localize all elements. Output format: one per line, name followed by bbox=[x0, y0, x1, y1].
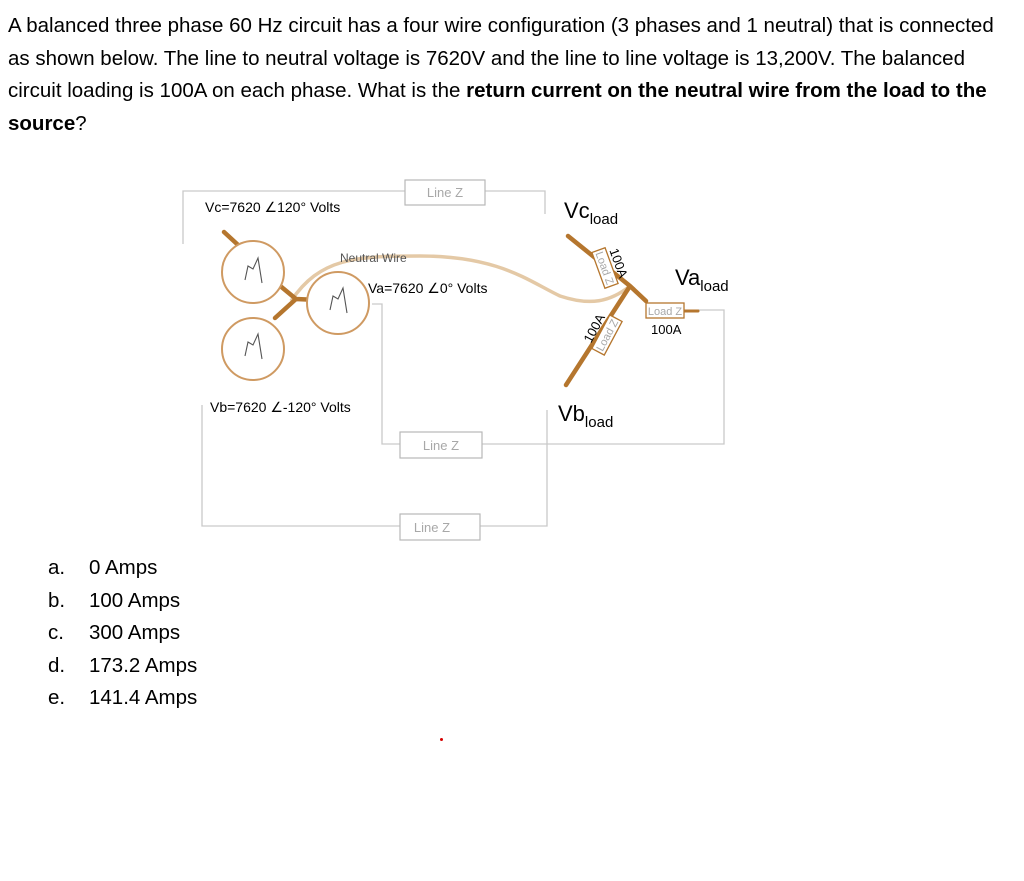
choice-text: 300 Amps bbox=[89, 621, 181, 645]
vb-load-sub: load bbox=[585, 414, 613, 431]
vb-load-label: Vbload bbox=[558, 401, 613, 431]
question-intro: A balanced three phase 60 Hz circuit has… bbox=[8, 14, 994, 102]
choice-letter: b. bbox=[48, 588, 66, 612]
va-load-main: Va bbox=[675, 265, 701, 290]
choice-e[interactable]: e. 141.4 Amps bbox=[48, 682, 197, 715]
line-z-bottom-box bbox=[399, 513, 481, 541]
va-source-label: Va=7620 ∠0° Volts bbox=[368, 280, 487, 296]
load-z-b-box bbox=[591, 314, 623, 356]
current-a-label: 100A bbox=[651, 322, 682, 337]
choice-text: 100 Amps bbox=[89, 588, 181, 612]
vb-source-label: Vb=7620 ∠-120° Volts bbox=[210, 399, 351, 415]
load-z-a-label: Load Z bbox=[648, 306, 683, 318]
line-z-bottom-label: Line Z bbox=[414, 520, 450, 535]
phase-c-line-wire bbox=[182, 190, 546, 244]
vc-source-label: Vc=7620 ∠120° Volts bbox=[205, 199, 340, 215]
choice-letter: e. bbox=[48, 686, 66, 710]
question-end: ? bbox=[75, 111, 87, 135]
choice-letter: a. bbox=[48, 556, 66, 579]
vc-load-label: Vcload bbox=[564, 198, 618, 228]
neutral-wire bbox=[289, 254, 632, 304]
vb-load-main: Vb bbox=[558, 401, 585, 426]
phase-a-line-wire bbox=[372, 303, 725, 445]
choice-c[interactable]: c. 300 Amps bbox=[48, 617, 197, 650]
choice-d[interactable]: d. 173.2 Amps bbox=[48, 650, 197, 683]
line-z-mid-label: Line Z bbox=[423, 438, 459, 453]
source-star bbox=[221, 229, 321, 321]
load-z-c-box bbox=[591, 246, 619, 290]
vc-load-main: Vc bbox=[564, 198, 590, 223]
choice-text: 173.2 Amps bbox=[89, 653, 198, 677]
choice-text: 0 Amps bbox=[89, 556, 158, 579]
va-source-circle bbox=[306, 271, 370, 335]
va-load-sub: load bbox=[700, 278, 728, 295]
choice-text: 141.4 Amps bbox=[89, 686, 198, 710]
line-z-mid-box bbox=[399, 431, 483, 459]
va-load-label: Vaload bbox=[675, 265, 729, 295]
choice-letter: c. bbox=[48, 621, 64, 645]
question-emphasis: return current on the neutral wire from … bbox=[8, 79, 987, 135]
line-z-top-box bbox=[404, 179, 486, 206]
red-dot-mark bbox=[440, 738, 443, 741]
answer-choices: a. 0 Amps b. 100 Amps c. 300 Amps d. 173.2 A… bbox=[48, 552, 197, 715]
load-z-a-box bbox=[645, 302, 685, 319]
choice-letter: d. bbox=[48, 653, 66, 677]
vc-source-circle bbox=[221, 240, 285, 304]
vb-source-circle bbox=[221, 317, 285, 381]
question-text: A balanced three phase 60 Hz circuit has… bbox=[8, 10, 998, 140]
vc-load-sub: load bbox=[590, 211, 618, 228]
phase-b-line-wire bbox=[201, 405, 548, 527]
load-z-b-group: Load Z 100A bbox=[580, 311, 623, 356]
choice-b[interactable]: b. 100 Amps bbox=[48, 585, 197, 618]
neutral-wire-label: Neutral Wire bbox=[340, 251, 407, 265]
line-z-top-label: Line Z bbox=[427, 185, 463, 200]
choice-a[interactable]: a. 0 Amps bbox=[48, 552, 197, 585]
